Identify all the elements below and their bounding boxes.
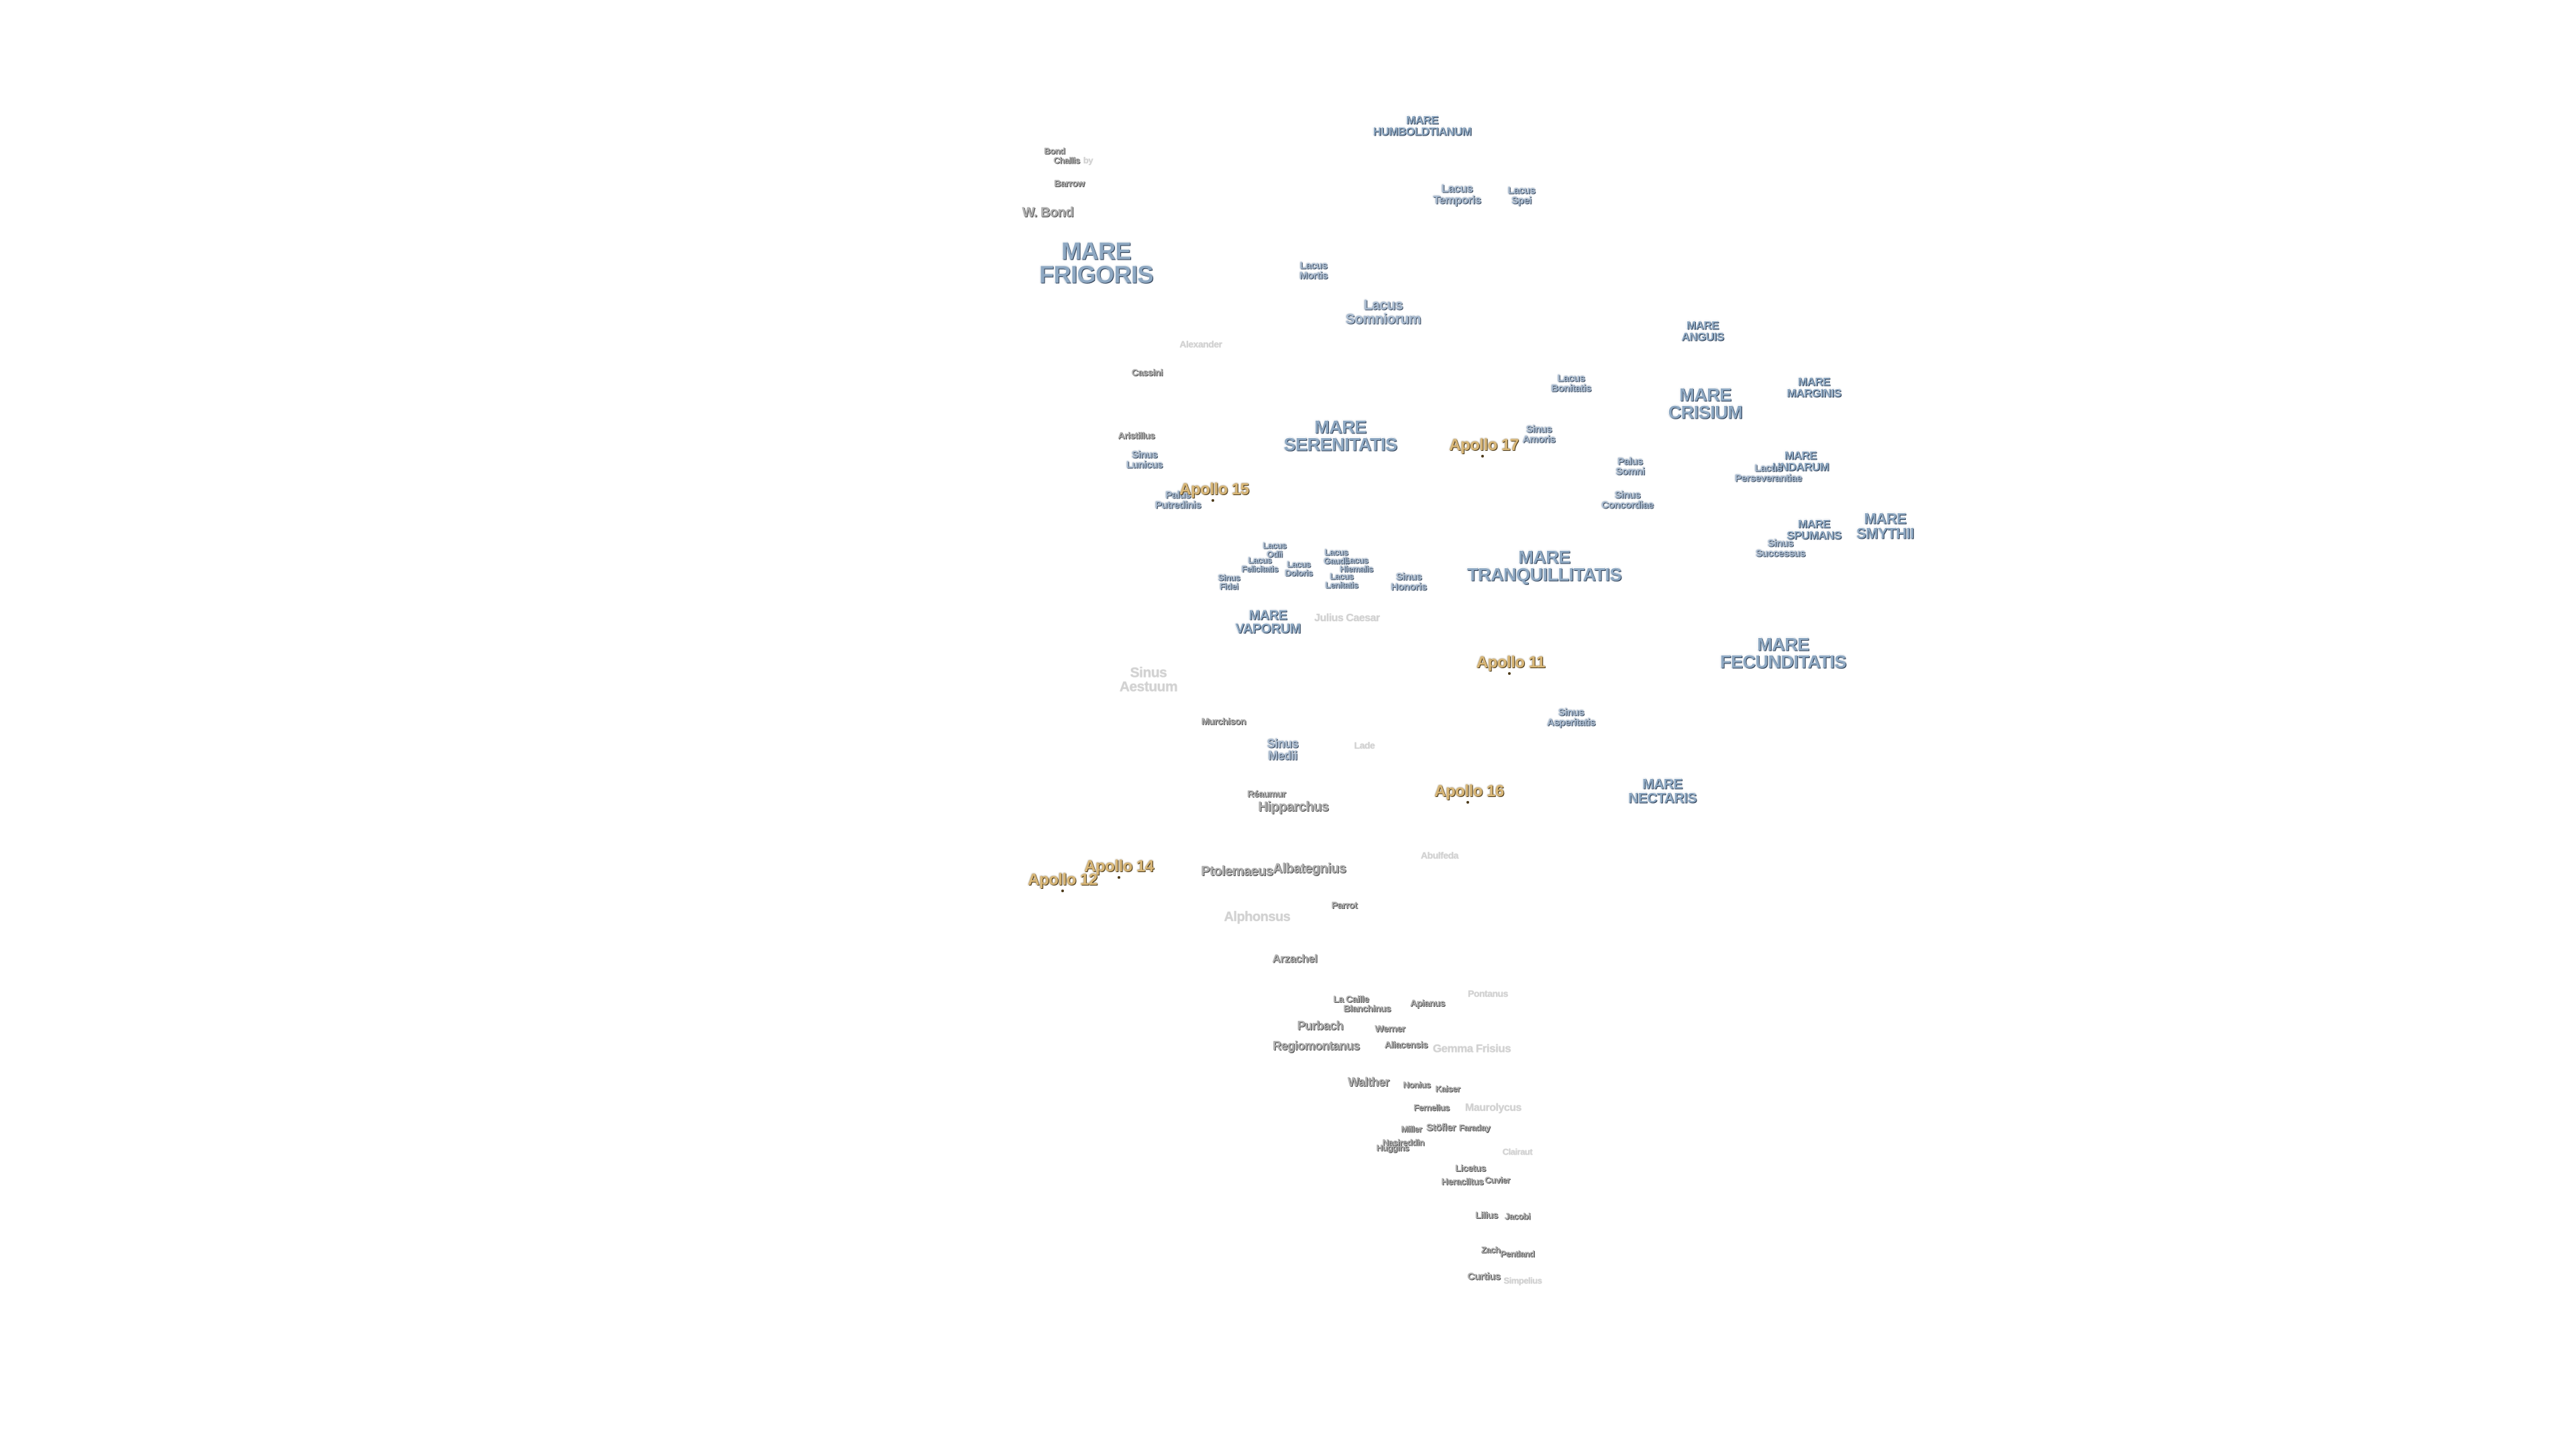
palus-putredinis-label: Palus Putredinis — [1155, 489, 1201, 511]
crater-hipparchus-label: Hipparchus — [1258, 800, 1329, 815]
crater-fernelius-label: Fernelius — [1413, 1102, 1450, 1113]
crater-purbach-label: Purbach — [1297, 1019, 1344, 1033]
sinus-medii-label: Sinus Medii — [1267, 737, 1299, 762]
crater-scoresby-label: by — [1083, 155, 1093, 166]
crater-nonius-label: Nonius — [1403, 1079, 1431, 1090]
crater-cuvier-label: Cuvier — [1485, 1175, 1510, 1185]
apollo-14-marker — [1118, 876, 1120, 879]
crater-reaumur-label: Réaumur — [1247, 788, 1286, 800]
sinus-lunicus-label: Sinus Lunicus — [1126, 449, 1163, 470]
apollo-17-marker — [1481, 455, 1484, 458]
crater-alexander-label: Alexander — [1179, 339, 1222, 350]
mare-spumans-label: MARE SPUMANS — [1786, 517, 1841, 541]
crater-kaiser-label: Kaiser — [1435, 1083, 1460, 1094]
apollo-11-label: Apollo 11 — [1476, 653, 1546, 672]
mare-vaporum-label: MARE VAPORUM — [1235, 608, 1301, 636]
lacus-doloris-label: Lacus Doloris — [1285, 559, 1313, 578]
apollo-12-label: Apollo 12 — [1028, 871, 1097, 890]
crater-clairaut-label: Clairaut — [1502, 1146, 1533, 1157]
mare-serenitatis-label: MARE SERENITATIS — [1283, 417, 1397, 455]
crater-nasireddin-label: Nasireddin — [1382, 1137, 1425, 1148]
apollo-16-marker — [1466, 801, 1469, 804]
lacus-odii-label: Lacus Odii — [1263, 540, 1287, 559]
mare-crisium-label: MARE CRISIUM — [1668, 384, 1743, 423]
crater-pontanus-label: Pontanus — [1468, 988, 1508, 1000]
crater-huggins-label: Huggins — [1376, 1142, 1409, 1153]
sinus-amoris-label: Sinus Amoris — [1522, 423, 1556, 445]
mare-frigoris-label: MARE FRIGORIS — [1038, 237, 1154, 288]
lacus-mortis-label: Lacus Mortis — [1299, 260, 1328, 281]
crater-aristillus-label: Aristillus — [1118, 430, 1155, 441]
crater-ptolemaeus-label: Ptolemaeus — [1201, 864, 1273, 879]
crater-jacobi-label: Jacobi — [1504, 1211, 1531, 1222]
apollo-11-marker — [1508, 672, 1511, 675]
crater-alphonsus-label: Alphonsus — [1224, 910, 1291, 925]
apollo-12-marker — [1061, 890, 1064, 892]
crater-challis-label: Challis — [1053, 155, 1080, 166]
apollo-15-label: Apollo 15 — [1179, 480, 1249, 499]
sinus-concordiae-label: Sinus Concordiae — [1601, 489, 1654, 511]
sinus-aestuum-label: Sinus Aestuum — [1119, 665, 1178, 694]
crater-arzachel-label: Arzachel — [1272, 952, 1318, 965]
crater-licetus-label: Licetus — [1455, 1163, 1486, 1174]
crater-abulfeda-label: Abulfeda — [1421, 850, 1458, 861]
palus-somni-label: Palus Somni — [1615, 455, 1645, 477]
apollo-17-label: Apollo 17 — [1449, 436, 1519, 455]
mare-smythii-label: MARE SMYTHII — [1856, 510, 1914, 541]
lacus-bonitatis-label: Lacus Bonitatis — [1551, 372, 1591, 394]
lacus-perseverantiae-label: Lacus Perseverantiae — [1735, 462, 1802, 484]
crater-barrow-label: Barrow — [1054, 178, 1085, 189]
lacus-gaudii-label: Lacus Gaudii — [1324, 547, 1349, 566]
mare-humboldtianum-label: MARE HUMBOLDTIANUM — [1373, 113, 1472, 138]
crater-gemma-frisius-label: Gemma Frisius — [1432, 1042, 1511, 1055]
sinus-asperitatis-label: Sinus Asperitatis — [1546, 706, 1596, 728]
lacus-felicitatis-label: Lacus Felicitatis — [1241, 555, 1279, 574]
crater-bond-label: Bond — [1044, 146, 1065, 156]
mare-anguis-label: MARE ANGUIS — [1681, 319, 1724, 343]
crater-stofler-label: Stöfler — [1426, 1122, 1456, 1134]
crater-zach-label: Zach — [1481, 1244, 1501, 1255]
crater-regiomontanus-label: Regiomontanus — [1273, 1039, 1360, 1053]
crater-heraclitus-label: Heraclitus — [1441, 1176, 1484, 1187]
crater-simpelius-label: Simpelius — [1503, 1275, 1542, 1286]
crater-werner-label: Werner — [1375, 1023, 1405, 1034]
lacus-hiemalis-label: Lacus Hiemalis — [1340, 555, 1373, 574]
crater-faraday-label: Faraday — [1458, 1122, 1491, 1133]
crater-pentland-label: Pentland — [1500, 1248, 1535, 1259]
mare-tranquillitatis-label: MARE TRANQUILLITATIS — [1467, 547, 1621, 585]
lacus-spei-label: Lacus Spei — [1507, 184, 1536, 206]
crater-albategnius-label: Albategnius — [1273, 861, 1346, 877]
crater-miller-label: Miller — [1401, 1124, 1422, 1134]
crater-blanchinus-label: Blanchinus — [1343, 1003, 1391, 1014]
crater-curtius-label: Curtius — [1467, 1271, 1501, 1283]
crater-aliacensis-label: Aliacensis — [1384, 1039, 1428, 1051]
lacus-lenitatis-label: Lacus Lenitatis — [1325, 571, 1358, 590]
apollo-15-marker — [1212, 499, 1214, 502]
sinus-successus-label: Sinus Successus — [1756, 537, 1805, 559]
mare-fecunditatis-label: MARE FECUNDITATIS — [1720, 634, 1846, 672]
sinus-fidei-label: Sinus Fidei — [1218, 572, 1240, 591]
crater-maurolycus-label: Maurolycus — [1465, 1102, 1521, 1114]
apollo-14-label: Apollo 14 — [1084, 857, 1154, 876]
crater-cassini-label: Cassini — [1131, 367, 1163, 378]
mare-nectaris-label: MARE NECTARIS — [1628, 776, 1697, 806]
crater-lade-label: Lade — [1354, 740, 1375, 751]
crater-w-bond-label: W. Bond — [1022, 205, 1074, 221]
apollo-16-label: Apollo 16 — [1434, 782, 1504, 801]
crater-apianus-label: Apianus — [1410, 998, 1445, 1009]
crater-walther-label: Walther — [1348, 1075, 1389, 1089]
crater-parrot-label: Parrot — [1331, 900, 1358, 911]
mare-undarum-label: MARE UNDARUM — [1772, 449, 1829, 473]
lacus-temporis-label: Lacus Temporis — [1433, 182, 1481, 206]
crater-lilius-label: Lilius — [1475, 1210, 1498, 1221]
crater-murchison-label: Murchison — [1201, 716, 1246, 727]
crater-julius-caesar-label: Julius Caesar — [1314, 612, 1380, 625]
crater-la-caille-label: La Caille — [1333, 994, 1369, 1005]
lacus-somniorum-label: Lacus Somniorum — [1345, 297, 1421, 327]
sinus-honoris-label: Sinus Honoris — [1391, 571, 1427, 592]
mare-marginis-label: MARE MARGINIS — [1786, 375, 1842, 399]
